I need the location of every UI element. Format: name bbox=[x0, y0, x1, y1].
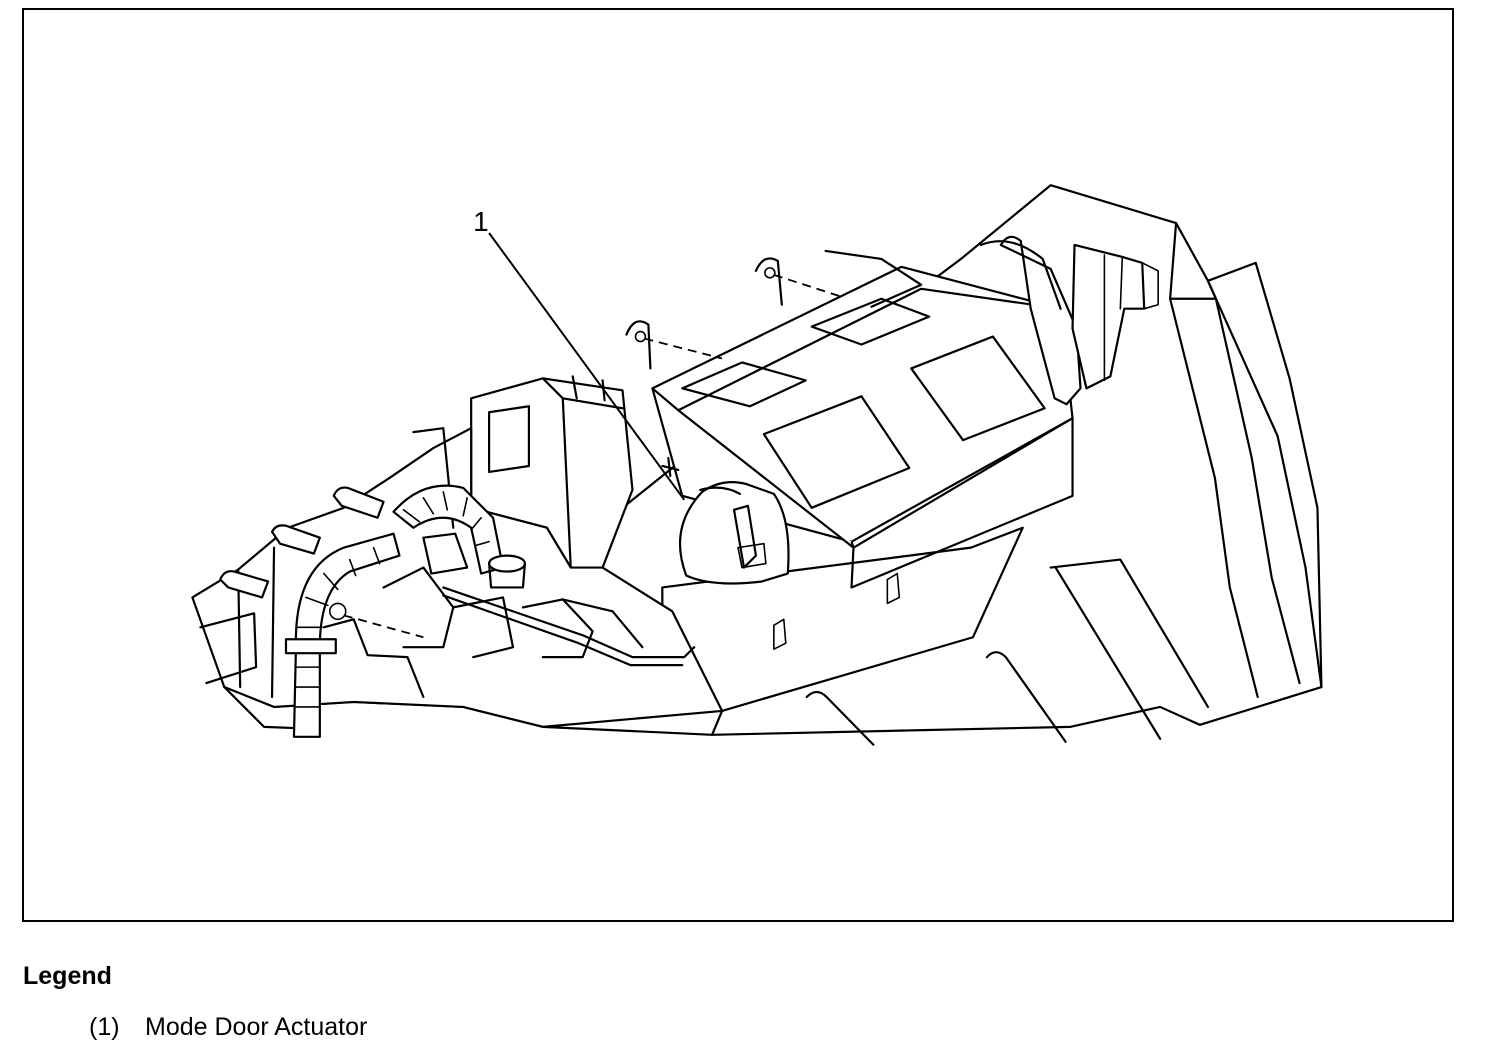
legend-item-text: Mode Door Actuator bbox=[145, 1013, 368, 1041]
connector-duct bbox=[999, 235, 1082, 406]
legend-item-number: (1) bbox=[89, 1013, 120, 1041]
heater-hose bbox=[292, 532, 401, 738]
callout-1-leader bbox=[488, 232, 686, 501]
hvac-module-illustration: 1 bbox=[191, 184, 1323, 746]
diagram-frame: 1 bbox=[22, 8, 1454, 922]
mode-door-actuator bbox=[679, 481, 790, 585]
callout-1-label: 1 bbox=[473, 206, 489, 237]
legend-title: Legend bbox=[23, 962, 112, 990]
electrical-connector bbox=[1071, 243, 1146, 390]
legend-item: (1) Mode Door Actuator bbox=[89, 1013, 367, 1042]
